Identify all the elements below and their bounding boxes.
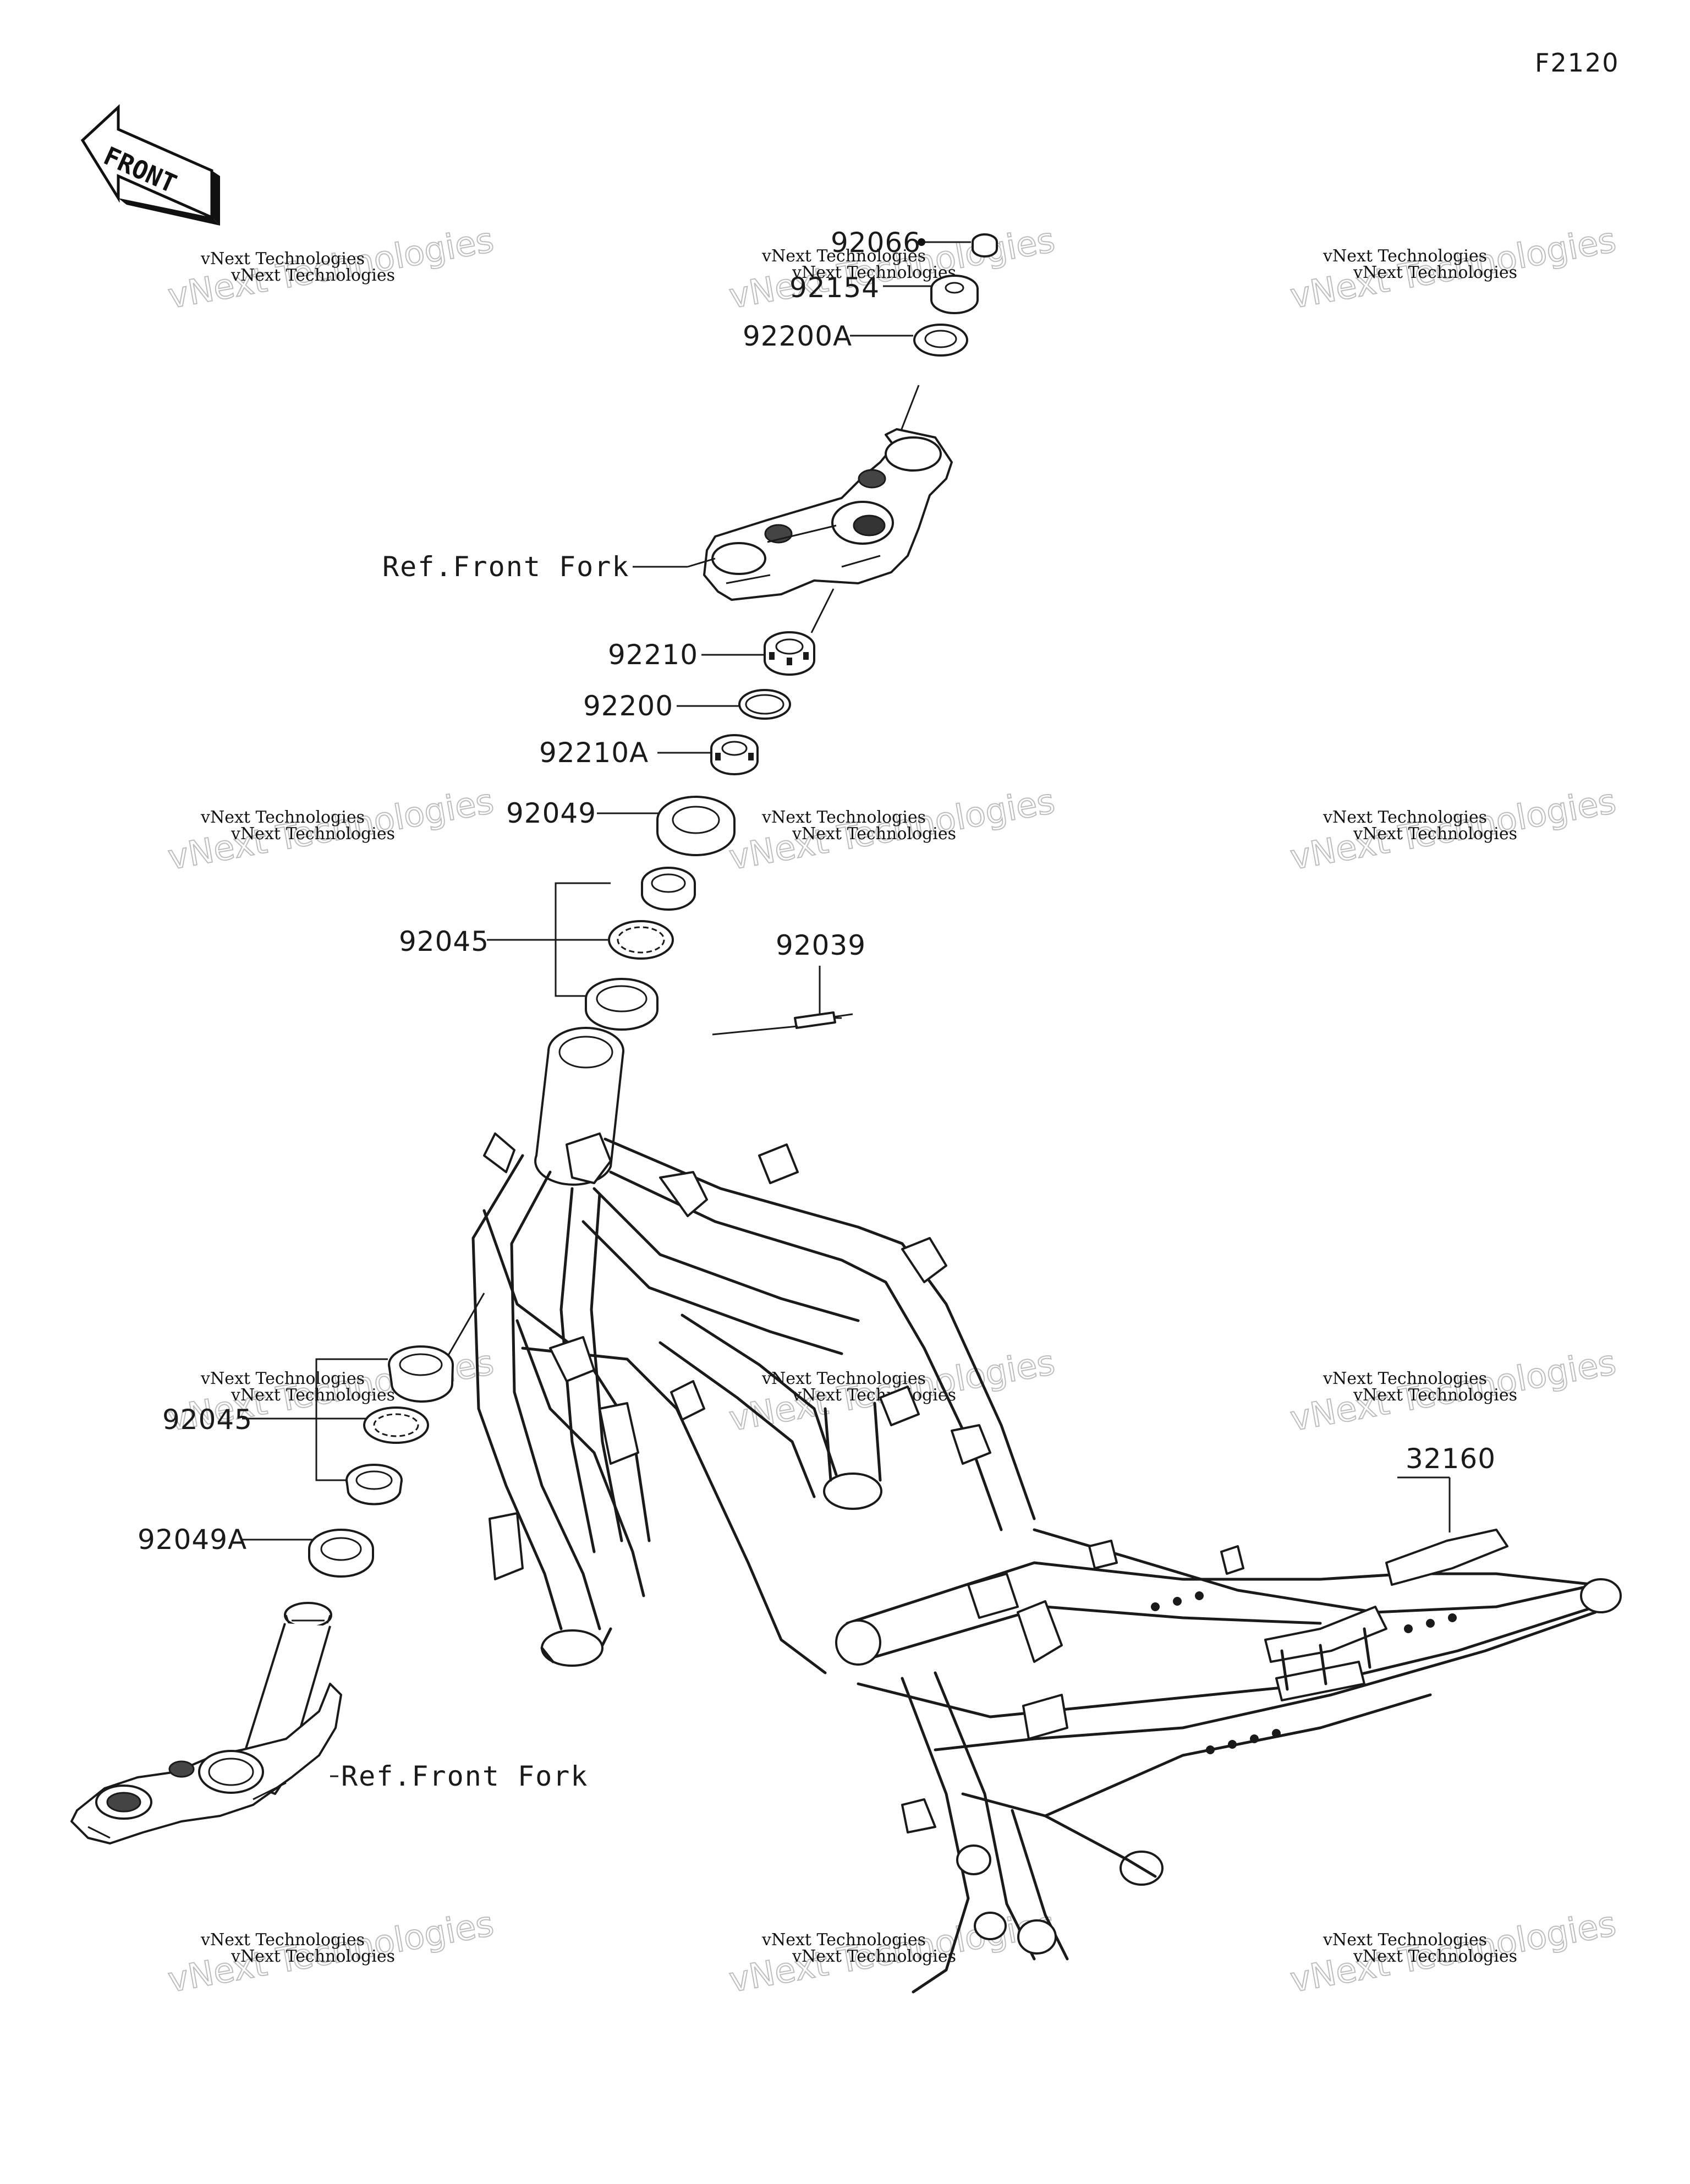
- svg-text:vNext Technologies: vNext Technologies: [231, 1947, 395, 1966]
- svg-text:vNext Technologies: vNext Technologies: [1353, 263, 1517, 282]
- part-92200A[interactable]: 92200A: [743, 320, 968, 357]
- watermark: vNext Technologies vNext Technologies vN…: [1287, 1342, 1620, 1439]
- watermark: vNext Technologies vNext Technologies vN…: [1287, 780, 1620, 878]
- front-arrow-icon: FRONT: [80, 104, 220, 226]
- part-92049[interactable]: 92049: [506, 796, 736, 856]
- part-32160-frame[interactable]: 32160: [471, 1027, 1622, 1994]
- part-number-label: 92200A: [743, 320, 852, 352]
- svg-text:vNext Technologies: vNext Technologies: [1323, 808, 1487, 827]
- part-92154[interactable]: 92154: [789, 272, 979, 314]
- svg-text:vNext Technologies: vNext Technologies: [1353, 1947, 1517, 1966]
- part-number-label: 92200: [583, 690, 673, 722]
- svg-text:vNext Technologies: vNext Technologies: [1323, 1930, 1487, 1950]
- svg-text:vNext Technologies: vNext Technologies: [200, 808, 365, 827]
- svg-text:vNext Technologies: vNext Technologies: [761, 1930, 926, 1950]
- svg-text:vNext Technologies: vNext Technologies: [792, 824, 956, 844]
- svg-text:vNext Technologies: vNext Technologies: [231, 1386, 395, 1405]
- part-92049A[interactable]: 92049A: [138, 1524, 374, 1578]
- svg-text:vNext Technologies: vNext Technologies: [792, 263, 956, 282]
- part-number-label: 92066: [831, 227, 921, 259]
- part-number-label: 92045: [399, 926, 489, 957]
- watermark: vNext Technologies vNext Technologies vN…: [164, 219, 497, 317]
- watermark: vNext Technologies vNext Technologies vN…: [1287, 219, 1620, 317]
- part-92039[interactable]: 92039: [712, 929, 866, 1036]
- svg-text:vNext Technologies: vNext Technologies: [200, 1930, 365, 1950]
- ref-front-fork-label: Ref.Front Fork: [341, 1760, 588, 1792]
- svg-text:vNext Technologies: vNext Technologies: [761, 808, 926, 827]
- part-number-label: 92049: [506, 797, 596, 829]
- svg-text:vNext Technologies: vNext Technologies: [761, 1369, 926, 1388]
- svg-text:vNext Technologies: vNext Technologies: [231, 266, 395, 285]
- part-number-label: 92039: [776, 929, 866, 961]
- svg-text:vNext Technologies: vNext Technologies: [200, 249, 365, 269]
- svg-text:vNext Technologies: vNext Technologies: [792, 1947, 956, 1966]
- part-92045-lower[interactable]: 92045: [162, 1293, 485, 1506]
- diagram-code: F2120: [1535, 48, 1620, 78]
- watermark: vNext Technologies vNext Technologies vN…: [164, 780, 497, 878]
- part-92066[interactable]: 92066: [831, 227, 998, 259]
- part-number-label: 92154: [789, 272, 880, 304]
- svg-text:vNext Technologies: vNext Technologies: [200, 1369, 365, 1388]
- part-92210[interactable]: 92210: [608, 588, 835, 676]
- part-number-label: 92210A: [539, 737, 649, 769]
- watermark: vNext Technologies vNext Technologies vN…: [1287, 1903, 1620, 2001]
- part-92200[interactable]: 92200: [583, 689, 791, 722]
- part-number-label: 92049A: [138, 1524, 247, 1556]
- part-number-label: 32160: [1406, 1443, 1496, 1475]
- part-number-label: 92210: [608, 639, 698, 671]
- svg-text:vNext Technologies: vNext Technologies: [792, 1386, 956, 1405]
- lower-steering-bracket[interactable]: Ref.Front Fork: [70, 1602, 588, 1844]
- watermark: vNext Technologies vNext Technologies vN…: [164, 1903, 497, 2001]
- part-number-label: 92045: [162, 1404, 253, 1436]
- part-92045-upper[interactable]: 92045: [399, 867, 696, 1031]
- svg-text:vNext Technologies: vNext Technologies: [1323, 247, 1487, 266]
- svg-text:vNext Technologies: vNext Technologies: [1353, 824, 1517, 844]
- svg-text:vNext Technologies: vNext Technologies: [1353, 1386, 1517, 1405]
- svg-text:vNext Technologies: vNext Technologies: [1323, 1369, 1487, 1388]
- svg-text:vNext Technologies: vNext Technologies: [761, 247, 926, 266]
- watermark: vNext Technologies vNext Technologies vN…: [726, 780, 1058, 878]
- svg-text:vNext Technologies: vNext Technologies: [231, 824, 395, 844]
- upper-steering-bracket[interactable]: Ref.Front Fork: [382, 385, 953, 601]
- part-92210A[interactable]: 92210A: [539, 734, 759, 775]
- ref-front-fork-label: Ref.Front Fork: [382, 551, 629, 583]
- watermark: vNext Technologies vNext Technologies vN…: [726, 1903, 1058, 2001]
